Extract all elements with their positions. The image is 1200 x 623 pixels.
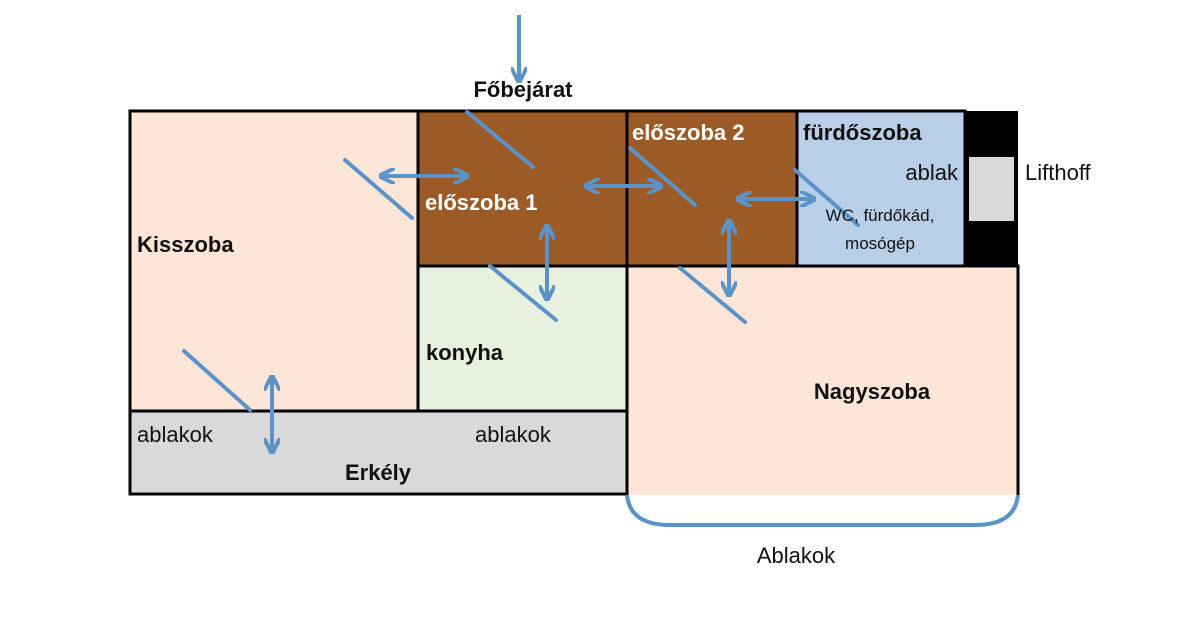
entrance-label: Főbejárat: [473, 77, 573, 102]
door-furdoszoba: [793, 168, 860, 227]
label-nagyszoba-windows: Ablakok: [757, 543, 836, 568]
label-nagyszoba: Nagyszoba: [814, 379, 931, 404]
door-nagyszoba: [678, 266, 747, 324]
door-kisszoba: [343, 158, 414, 220]
lift-window: [969, 157, 1014, 221]
label-eloszoba-1: előszoba 1: [425, 190, 537, 215]
room-eloszoba-1: [416, 109, 629, 268]
windows-bracket: [625, 494, 1020, 527]
room-nagyszoba: [627, 266, 1018, 495]
door-konyha: [488, 264, 558, 322]
label-furdoszoba: fürdőszoba: [803, 120, 922, 145]
label-erkely: Erkély: [345, 460, 412, 485]
label-furdoszoba-items-2: mosógép: [845, 234, 915, 253]
label-erkely-windows-right: ablakok: [475, 422, 552, 447]
room-kisszoba: [128, 109, 420, 413]
nagyszoba-border: [625, 264, 1020, 495]
label-kisszoba: Kisszoba: [137, 232, 234, 257]
label-furdoszoba-window: ablak: [905, 160, 959, 185]
door-erkely: [182, 349, 252, 412]
label-lift: Lifthoff: [1025, 160, 1092, 185]
label-konyha: konyha: [426, 340, 504, 365]
room-erkely: [128, 409, 629, 496]
label-eloszoba-2: előszoba 2: [632, 120, 744, 145]
door-eloszoba-2: [628, 146, 697, 207]
label-furdoszoba-items-1: WC, fürdőkád,: [826, 206, 935, 225]
room-konyha: [416, 264, 629, 413]
door-entrance: [465, 110, 535, 169]
room-furdoszoba: [795, 109, 967, 268]
label-erkely-windows-left: ablakok: [137, 422, 214, 447]
